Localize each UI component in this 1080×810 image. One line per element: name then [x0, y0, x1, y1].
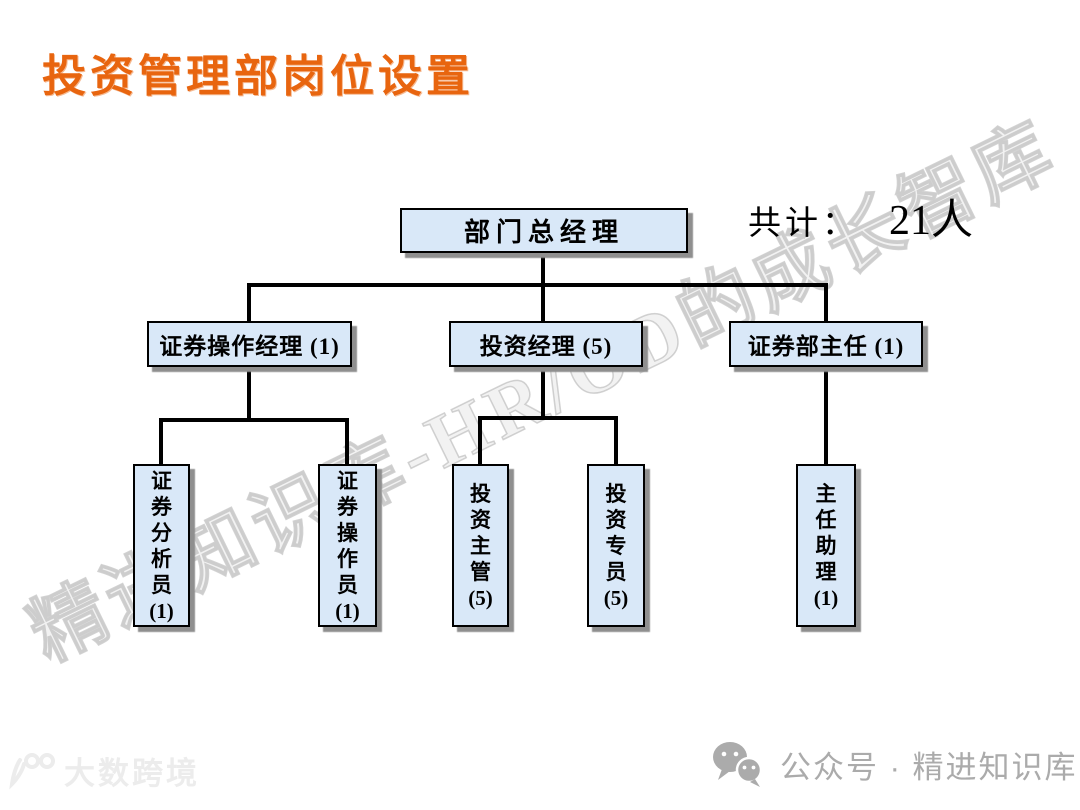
page-title: 投资管理部岗位设置 [42, 52, 474, 101]
connector-drop-middle [541, 283, 545, 321]
connector-right-stem [824, 367, 828, 466]
connector-left-drop-2 [345, 418, 349, 466]
org-box-investment-supervisor: 投 资 主 管 (5) [452, 464, 509, 627]
connector-drop-right [824, 283, 828, 321]
brand-100-icon [6, 750, 58, 792]
connector-root-stem [541, 253, 545, 287]
connector-mid-drop-2 [614, 416, 618, 466]
connector-left-horizontal [159, 418, 349, 422]
total-count-value: 21人 [889, 198, 974, 244]
connector-left-drop-1 [159, 418, 163, 466]
brand-logo: 大数跨境 [6, 748, 200, 793]
wechat-icon [710, 740, 766, 788]
connector-mid-stem [541, 367, 545, 418]
total-count-label: 共计： [748, 206, 859, 242]
brand-logo-text: 大数跨境 [64, 756, 200, 791]
org-box-securities-operator: 证 券 操 作 员 (1) [318, 464, 377, 627]
connector-left-stem [247, 367, 251, 420]
org-box-investment-manager: 投资经理 (5) [449, 321, 643, 367]
org-box-investment-specialist: 投 资 专 员 (5) [587, 464, 645, 627]
connector-mid-horizontal [478, 416, 618, 420]
org-box-securities-analyst: 证 券 分 析 员 (1) [133, 464, 190, 627]
total-count: 共计： 21人 [748, 186, 973, 247]
org-box-securities-operation-manager: 证券操作经理 (1) [147, 321, 352, 367]
org-box-director-assistant: 主 任 助 理 (1) [796, 464, 856, 627]
wechat-account-text: 公众号 · 精进知识库 [780, 749, 1078, 785]
connector-mid-drop-1 [478, 416, 482, 466]
org-box-securities-dept-director: 证券部主任 (1) [729, 321, 923, 367]
wechat-account: 公众号 · 精进知识库 [710, 740, 1078, 788]
connector-drop-left [247, 283, 251, 321]
org-box-general-manager: 部门总经理 [400, 208, 688, 253]
connector-top-horizontal [247, 283, 828, 287]
